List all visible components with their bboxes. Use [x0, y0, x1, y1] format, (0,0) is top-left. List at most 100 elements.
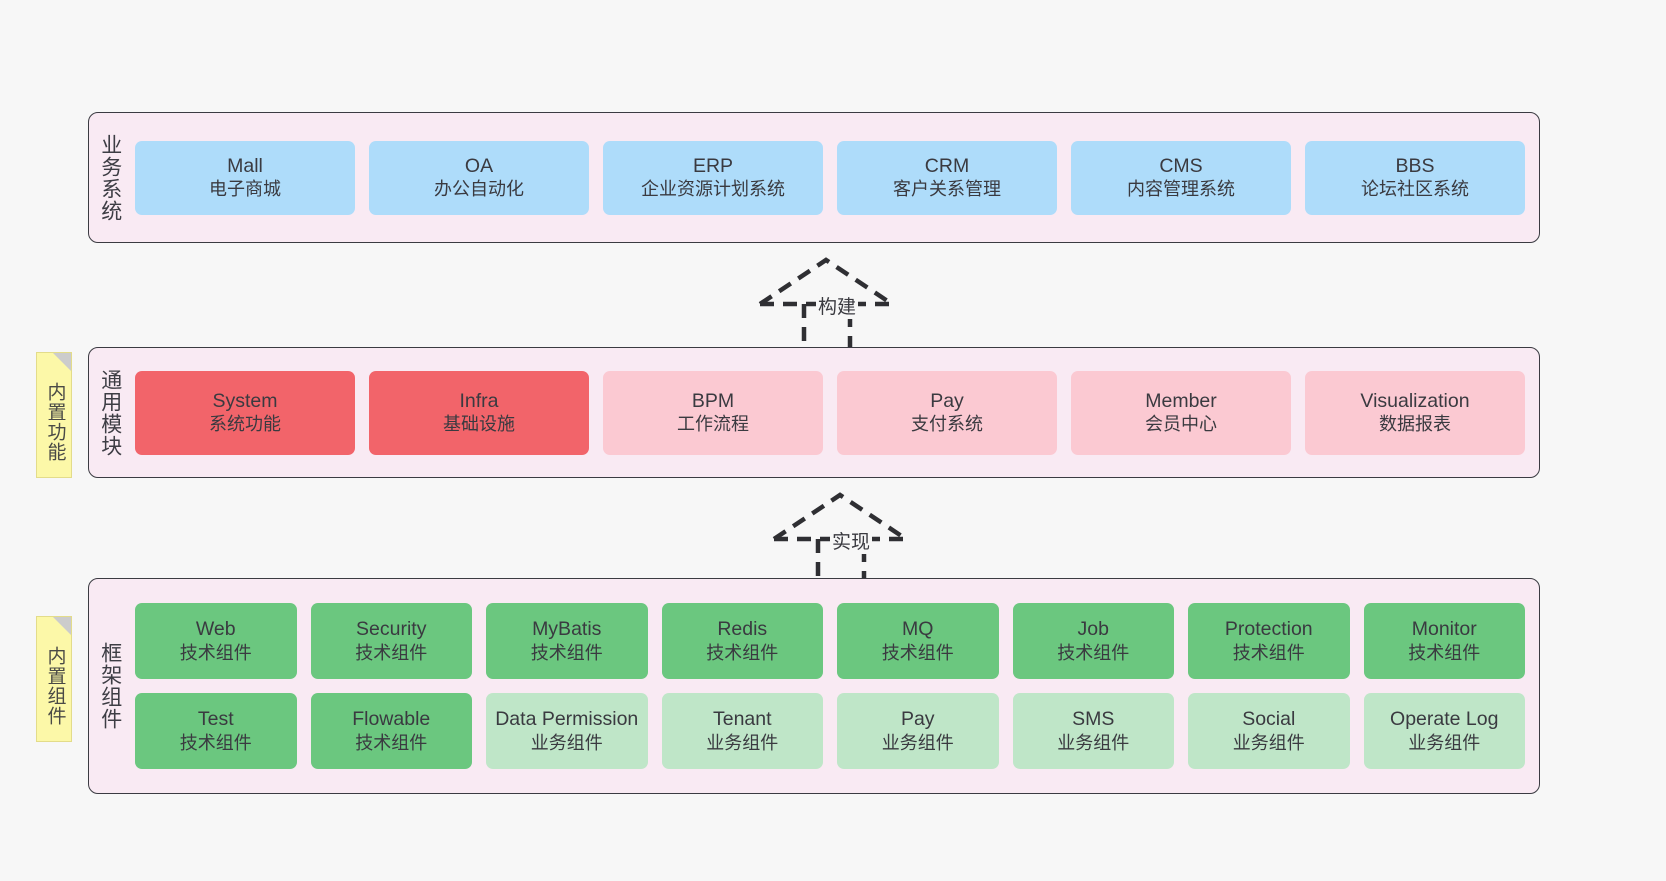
- component-card-security-title: Security: [356, 618, 427, 640]
- component-card-job-subtitle: 技术组件: [1057, 642, 1130, 663]
- note-builtin-components-text: 内置组件: [44, 646, 66, 726]
- module-card-bpm-title: BPM: [691, 389, 735, 412]
- note-builtin-features: 内置功能: [36, 352, 72, 478]
- build-arrow-label: 构建: [816, 292, 859, 319]
- module-card-member-subtitle: 会员中心: [1145, 414, 1217, 435]
- component-card-pay-title: Pay: [900, 708, 935, 730]
- component-card-flowable-title: Flowable: [352, 708, 431, 730]
- component-card-data-permission-title: Data Permission: [495, 708, 639, 730]
- module-card-member-title: Member: [1145, 389, 1217, 412]
- component-card-sms-title: SMS: [1072, 708, 1115, 730]
- module-card-infra-title: Infra: [459, 389, 499, 412]
- module-card-infra-subtitle: 基础设施: [443, 414, 515, 435]
- module-card-bpm-subtitle: 工作流程: [677, 414, 749, 435]
- component-card-web-title: Web: [195, 618, 236, 640]
- business-card-bbs-title: BBS: [1395, 154, 1435, 177]
- business-card-cms-subtitle: 内容管理系统: [1127, 179, 1235, 200]
- module-card-system-title: System: [212, 389, 278, 412]
- note-builtin-features-text: 内置功能: [44, 382, 66, 462]
- business-card-oa-title: OA: [464, 154, 494, 177]
- business-card-crm-subtitle: 客户关系管理: [893, 179, 1001, 200]
- business-card-oa-subtitle: 办公自动化: [434, 179, 524, 200]
- implement-arrow-label: 实现: [830, 527, 873, 554]
- business-card-bbs-subtitle: 论坛社区系统: [1361, 179, 1469, 200]
- module-card-system-subtitle: 系统功能: [209, 414, 281, 435]
- implement-arrow: 实现: [772, 491, 924, 589]
- component-card-web-subtitle: 技术组件: [179, 642, 252, 663]
- component-card-test-subtitle: 技术组件: [179, 732, 252, 753]
- module-card-pay-subtitle: 支付系统: [911, 414, 983, 435]
- module-card-visualization-title: Visualization: [1360, 389, 1470, 412]
- layer-framework-components-label: 框架组件: [98, 642, 122, 730]
- component-card-social-title: Social: [1242, 708, 1296, 730]
- module-card-visualization-subtitle: 数据报表: [1379, 414, 1451, 435]
- component-card-protection-subtitle: 技术组件: [1232, 642, 1305, 663]
- component-card-flowable-subtitle: 技术组件: [355, 732, 428, 753]
- component-card-data-permission-subtitle: 业务组件: [530, 732, 603, 753]
- note-builtin-components: 内置组件: [36, 616, 72, 742]
- component-card-mybatis-title: MyBatis: [532, 618, 602, 640]
- business-card-erp-title: ERP: [692, 154, 734, 177]
- layer-common-modules-label: 通用模块: [98, 368, 122, 457]
- note-fold-corner-icon: [53, 353, 71, 371]
- component-card-mq-subtitle: 技术组件: [881, 642, 954, 663]
- business-card-crm-title: CRM: [924, 154, 970, 177]
- component-card-redis-title: Redis: [717, 618, 768, 640]
- module-card-pay-title: Pay: [930, 389, 964, 412]
- component-card-monitor-title: Monitor: [1411, 618, 1477, 640]
- business-card-mall-subtitle: 电子商城: [209, 179, 281, 200]
- component-card-operate-log-title: Operate Log: [1390, 708, 1499, 730]
- component-card-mq-title: MQ: [902, 618, 934, 640]
- business-card-mall-title: Mall: [227, 154, 263, 177]
- component-card-mybatis-subtitle: 技术组件: [530, 642, 603, 663]
- note-fold-corner-icon: [53, 617, 71, 635]
- component-card-protection-title: Protection: [1224, 618, 1313, 640]
- layer-business-systems-label: 业务系统: [98, 133, 122, 222]
- component-card-sms-subtitle: 业务组件: [1057, 732, 1130, 753]
- component-card-job-title: Job: [1077, 618, 1109, 640]
- component-card-pay-subtitle: 业务组件: [881, 732, 954, 753]
- build-arrow: 构建: [758, 256, 910, 354]
- component-card-operate-log-subtitle: 业务组件: [1408, 732, 1481, 753]
- business-card-erp-subtitle: 企业资源计划系统: [641, 179, 785, 200]
- component-card-security-subtitle: 技术组件: [355, 642, 428, 663]
- component-card-tenant-title: Tenant: [712, 708, 772, 730]
